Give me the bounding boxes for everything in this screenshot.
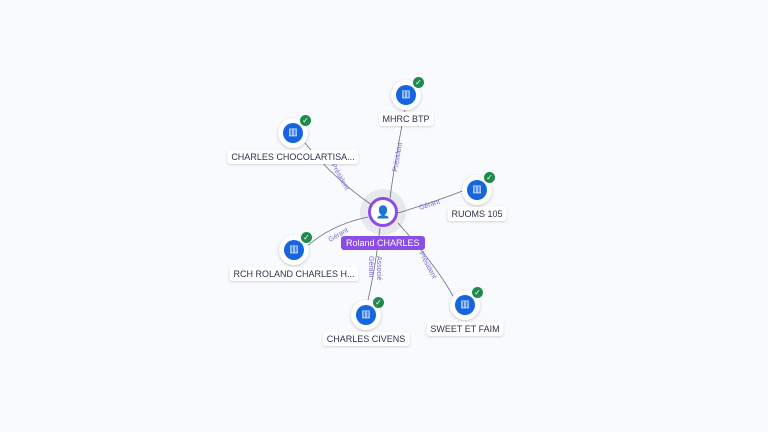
node-label[interactable]: CHARLES CHOCOLARTISA... [227,150,359,164]
company-node-civens[interactable]: ▥✓ [351,297,384,330]
edge-label: Président [329,163,350,192]
edge-label: Gérant [367,256,374,277]
edge-label: Président [392,142,404,172]
edge-sweet [397,222,456,301]
verified-check-icon: ✓ [413,77,424,88]
edge-label: Associé [375,256,382,281]
company-node-mhrc[interactable]: ▥✓ [391,77,424,110]
building-icon: ▥ [356,305,376,325]
verified-check-icon: ✓ [484,172,495,183]
node-label[interactable]: CHARLES CIVENS [322,332,410,346]
node-label[interactable]: RUOMS 105 [447,207,507,221]
building-icon: ▥ [467,180,487,200]
verified-check-icon: ✓ [373,297,384,308]
edge-label: Président [417,251,437,280]
building-icon: ▥ [455,295,475,315]
center-label[interactable]: Roland CHARLES [341,236,425,250]
edge-ruoms [397,189,466,214]
building-icon: ▥ [283,123,303,143]
company-node-chocolartisa[interactable]: ▥✓ [278,115,311,148]
building-icon: ▥ [284,240,304,260]
verified-check-icon: ✓ [472,287,483,298]
verified-check-icon: ✓ [300,115,311,126]
node-label[interactable]: MHRC BTP [378,112,434,126]
center-person-node[interactable]: 👤 [368,197,398,227]
building-icon: ▥ [396,85,416,105]
company-node-rch[interactable]: ▥✓ [279,232,312,265]
company-node-sweet[interactable]: ▥✓ [450,287,483,320]
node-label[interactable]: RCH ROLAND CHARLES H... [229,267,359,281]
node-label[interactable]: SWEET ET FAIM [426,322,504,336]
edge-label: Gérant [418,199,441,212]
verified-check-icon: ✓ [301,232,312,243]
edge-rch [304,216,369,249]
edge-civens [367,227,381,301]
company-node-ruoms[interactable]: ▥✓ [462,172,495,205]
person-icon: 👤 [375,205,391,219]
